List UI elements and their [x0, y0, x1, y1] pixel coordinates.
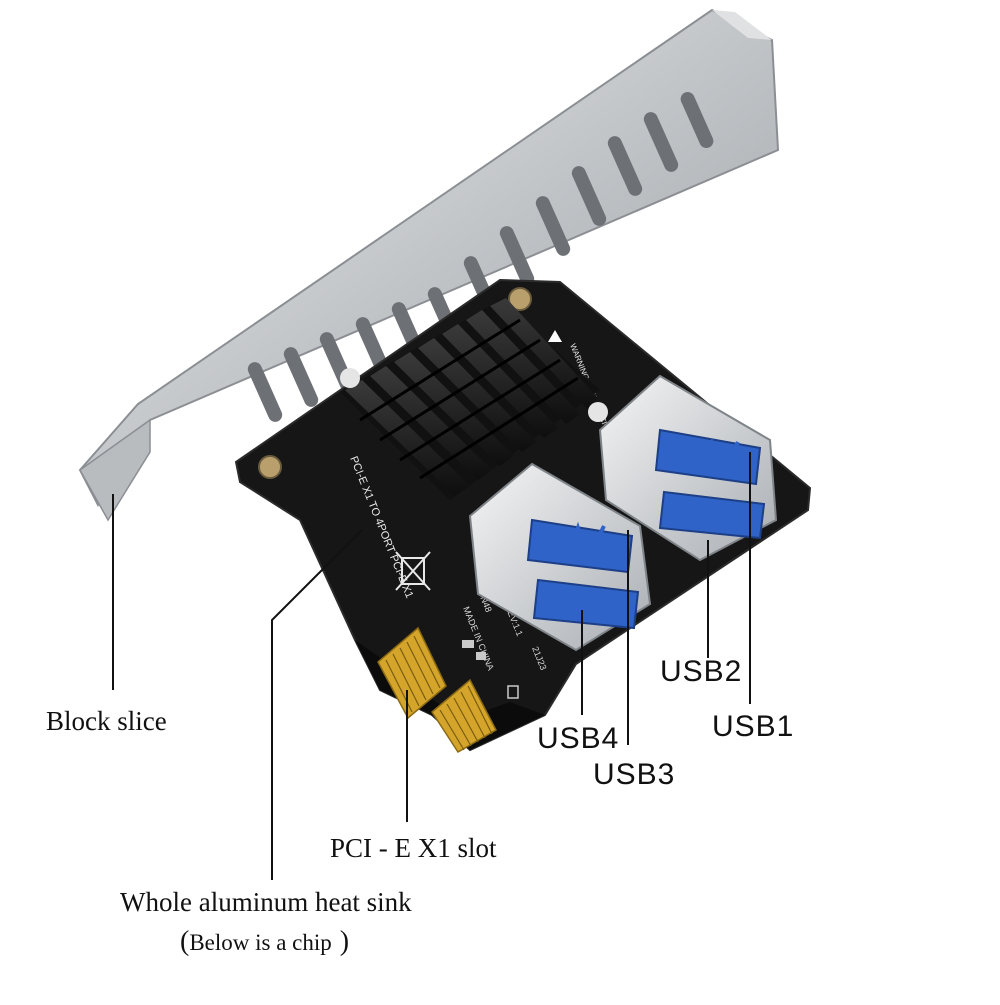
- leader-heat-sink: [271, 529, 363, 880]
- label-heat-sink: Whole aluminum heat sink: [120, 887, 412, 917]
- mounting-screw-top: [508, 287, 532, 311]
- smd-component: [462, 640, 474, 648]
- smd-component: [476, 652, 486, 660]
- metal-bracket: [78, 8, 780, 522]
- heat-sink-clip: [340, 368, 360, 388]
- leader-lines: [112, 452, 751, 880]
- warning-triangle: [548, 330, 562, 342]
- chip-note-close-paren: ): [339, 926, 350, 957]
- aluminum-heat-sink: [340, 298, 608, 500]
- mounting-screw-left: [258, 455, 282, 479]
- heat-sink-clip: [588, 402, 608, 422]
- label-usb1: USB1: [712, 710, 795, 743]
- smd-component: [507, 685, 519, 699]
- label-usb4: USB4: [537, 722, 620, 755]
- chip-note-text: Below is a chip: [189, 930, 332, 955]
- usb-port-stack-right: [598, 374, 778, 562]
- chip-note-open-paren: (: [180, 926, 190, 957]
- label-chip-note: (Below is a chip): [180, 926, 349, 958]
- label-usb2: USB2: [660, 655, 743, 688]
- bracket-vent-slots: [247, 91, 714, 422]
- pcie-x1-edge-connector: [377, 626, 497, 754]
- weee-symbol: [395, 551, 431, 591]
- label-pcie-slot: PCI - E X1 slot: [330, 833, 497, 863]
- label-block-slice: Block slice: [46, 706, 167, 736]
- label-usb3: USB3: [593, 758, 676, 791]
- usb-port-stack-left: [468, 462, 652, 652]
